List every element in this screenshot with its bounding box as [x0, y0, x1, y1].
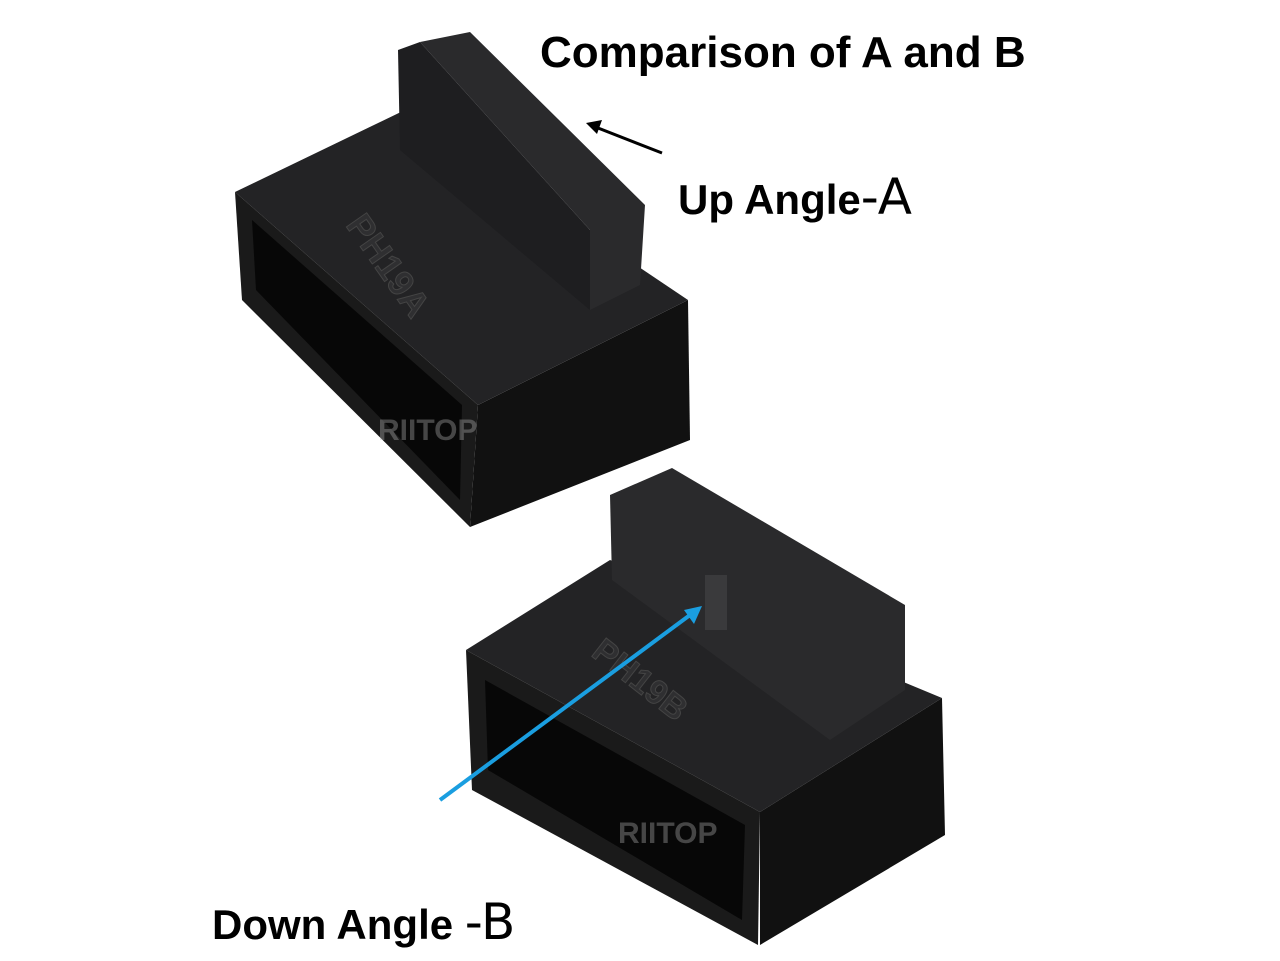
watermark-b: RIITOP	[618, 817, 717, 850]
arrow-a-head	[586, 120, 602, 134]
up-angle-suffix: -A	[860, 168, 912, 226]
connector-b-opening	[485, 680, 745, 920]
connector-a-header-side	[398, 42, 590, 310]
arrow-b-head	[684, 606, 702, 624]
connector-a-opening	[252, 220, 462, 500]
connector-a-top-face	[235, 110, 688, 405]
down-angle-suffix: -B	[464, 893, 516, 951]
arrow-b	[438, 606, 702, 802]
arrow-a	[586, 120, 663, 155]
connector-a-right-face	[470, 300, 690, 527]
connector-b-right-face	[760, 698, 945, 945]
up-angle-label: Up Angle-A	[678, 168, 912, 226]
up-angle-text: Up Angle	[678, 176, 861, 223]
comparison-title: Comparison of A and B	[540, 28, 1026, 77]
connector-b-latch	[705, 575, 727, 630]
connector-b-header-face	[610, 468, 905, 740]
connector-b-top-face	[466, 560, 942, 812]
connector-a: PH19A RIITOP	[235, 32, 690, 527]
down-angle-text: Down Angle	[212, 901, 465, 948]
connector-b: PH19B RIITOP	[466, 468, 945, 945]
connector-a-header-face	[420, 32, 645, 310]
down-angle-label: Down Angle -B	[212, 893, 515, 951]
watermark-a: RIITOP	[378, 414, 477, 447]
